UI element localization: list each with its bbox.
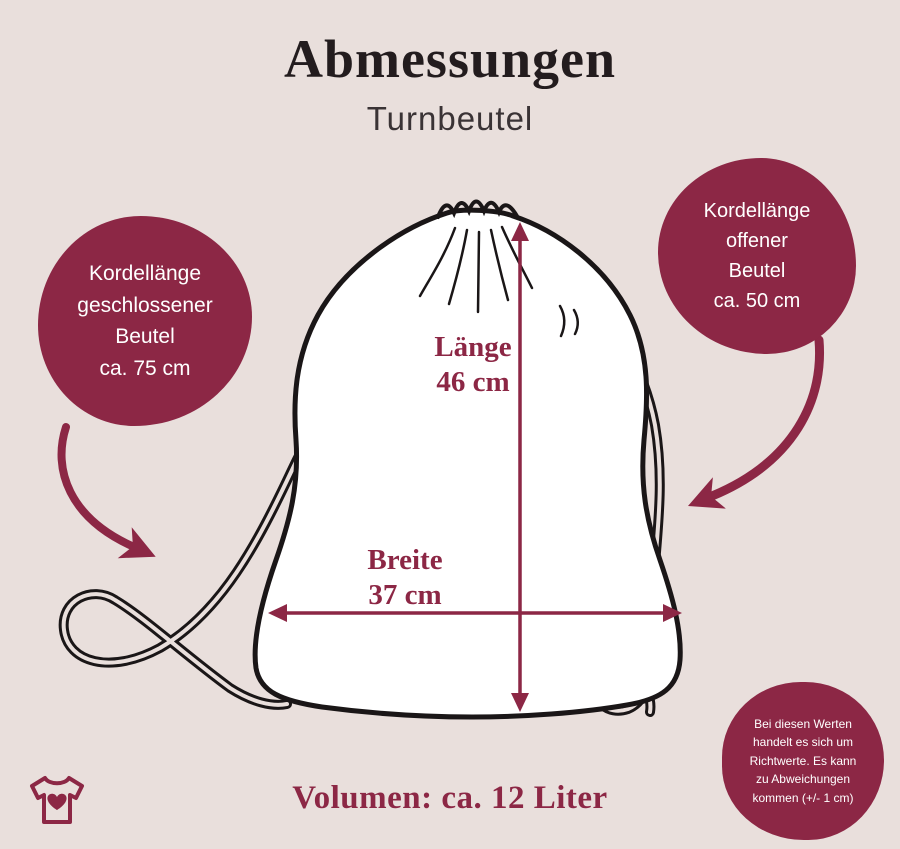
badge-line: ca. 50 cm [713,290,801,312]
badge-line: Bei diesen Werten [754,716,852,731]
badge-line: handelt es sich um [752,735,854,750]
pointer-arrow-left [57,423,156,559]
volume-text: Volumen: ca. 12 Liter [292,780,608,816]
page-subtitle: Turnbeutel [366,100,534,137]
length-dimension-arrow [511,222,529,712]
bag-body [252,207,683,720]
badge-line: geschlossener [77,293,213,317]
badge-disclaimer: Bei diesen Werten handelt es sich um Ric… [722,682,884,840]
fold-marks [558,304,579,338]
badge-line: zu Abweichungen [755,772,851,787]
length-label: Länge 46 cm [398,330,548,400]
badge-line: offener [726,230,788,252]
width-dimension-arrow [268,604,682,622]
width-label-text: Breite [367,544,443,576]
width-label: Breite 37 cm [330,543,480,613]
tshirt-heart-icon [30,776,84,824]
length-label-value: 46 cm [436,365,510,398]
badge-cord-closed: Kordellänge geschlossener Beutel ca. 75 … [38,216,252,426]
badge-line: Beutel [115,325,175,348]
badge-line: Beutel [728,260,786,282]
length-label-text: Länge [434,331,512,363]
badge-line: Kordellänge [703,200,811,222]
badge-line: ca. 75 cm [99,356,191,380]
badge-line: kommen (+/- 1 cm) [752,790,854,805]
badge-line: Kordellänge [88,262,202,285]
pointer-arrow-right [687,335,825,509]
width-label-value: 37 cm [368,578,442,611]
bag-gather [436,199,520,220]
page-title: Abmessungen [283,29,617,89]
bag-pleats [418,225,534,314]
badge-cord-open: Kordellänge offener Beutel ca. 50 cm [658,158,856,354]
badge-line: Richtwerte. Es kann [749,753,857,768]
